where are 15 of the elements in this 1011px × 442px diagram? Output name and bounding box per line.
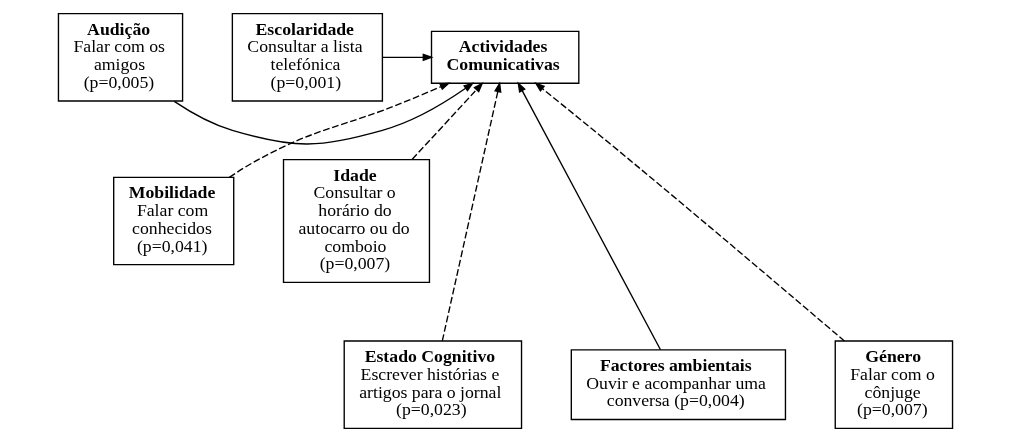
arrow xyxy=(411,82,484,160)
arrow xyxy=(517,81,662,351)
node-box: Idade Consultar o horário do autocarro ou do comboio (p=0,007) xyxy=(282,158,431,284)
node-box: Escolaridade Consultar a lista telefónica (p=0,001) xyxy=(231,13,384,102)
node-box: Actividades Comunicativas xyxy=(430,30,580,84)
node-box: Factores ambientais Ouvir e acompanhar uma conversa (p=0,004) xyxy=(570,349,787,421)
arrow xyxy=(173,82,475,145)
node-box: Estado Cognitivo Escrever histórias e artigos para o jornal (p=0,023) xyxy=(343,340,523,429)
arrow xyxy=(382,53,434,62)
arrow xyxy=(228,82,451,178)
arrow xyxy=(441,81,502,342)
node-box: Audição Falar com os amigos (p=0,005) xyxy=(57,13,184,102)
node-box: Mobilidade Falar com conhecidos (p=0,041) xyxy=(113,176,235,266)
node-box: Género Falar com o cônjuge (p=0,007) xyxy=(834,340,954,429)
arrow xyxy=(534,82,846,342)
